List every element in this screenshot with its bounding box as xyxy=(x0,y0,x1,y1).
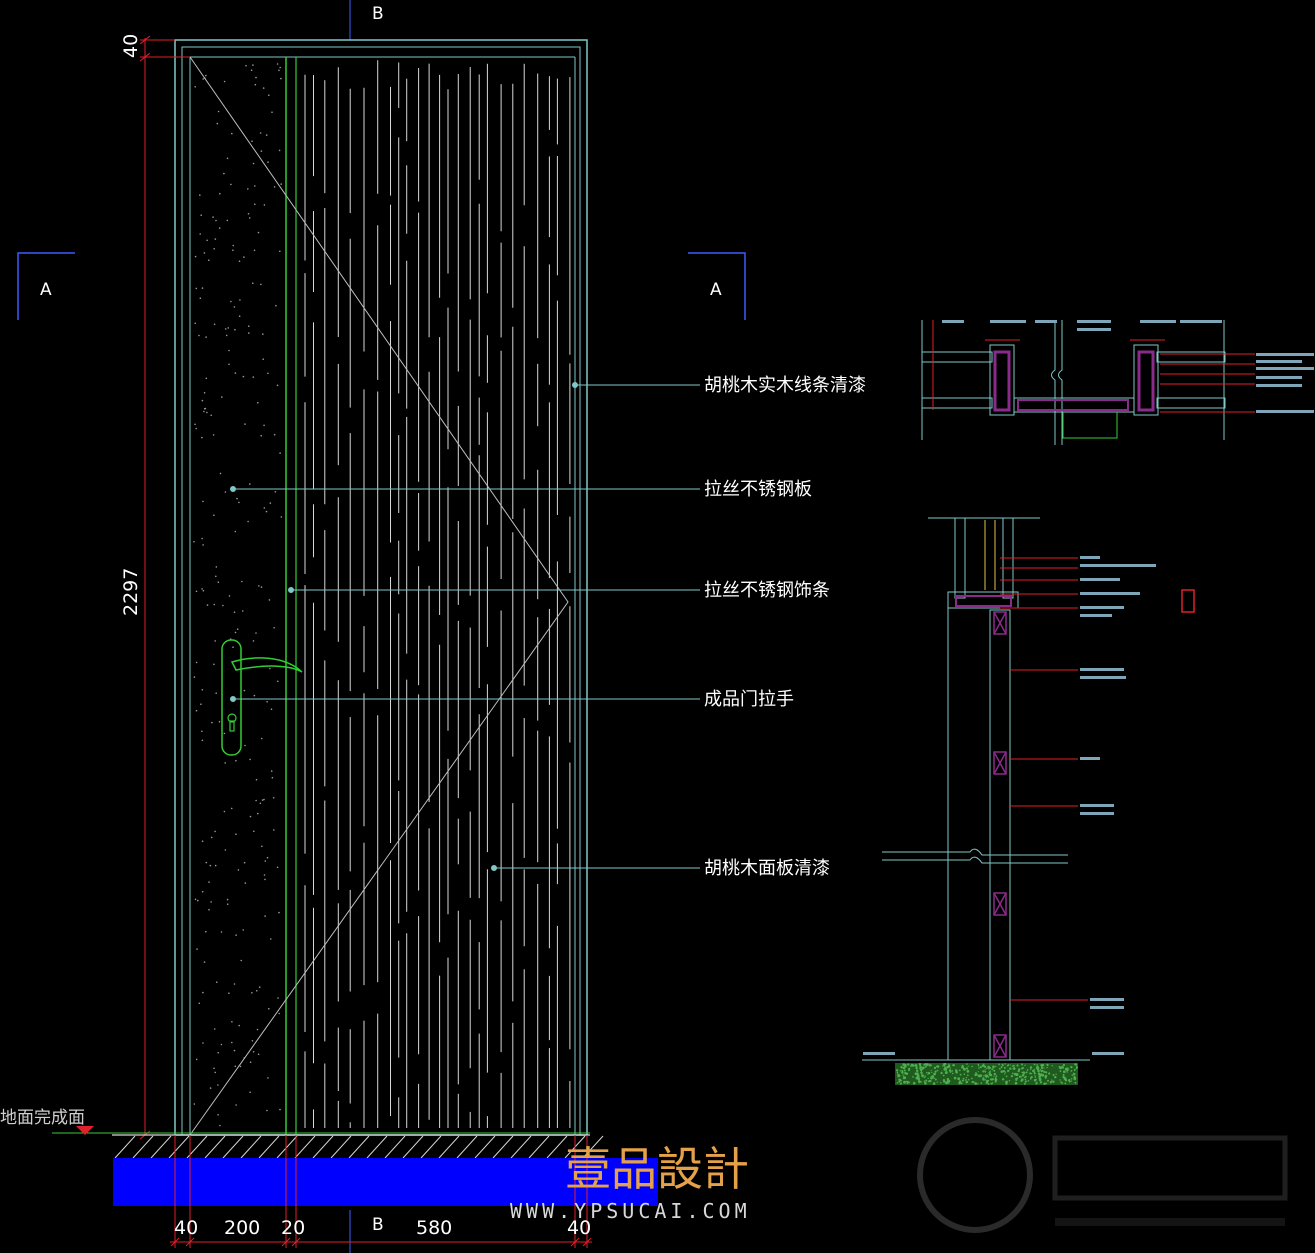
watermark-url: WWW.YPSUCAI.COM xyxy=(510,1199,751,1223)
wood-grain-lines xyxy=(304,60,571,1128)
horizontal-dimensions xyxy=(170,1135,592,1248)
section-mark-b-top: B xyxy=(372,4,384,24)
door-elevation: B B A A xyxy=(0,0,866,1253)
watermark-seal-icon xyxy=(917,1117,1033,1233)
watermark: 壹品設計 WWW.YPSUCAI.COM xyxy=(510,1117,1288,1233)
section-mark-a-right: A xyxy=(688,252,746,320)
section-mark-b-bottom: B xyxy=(372,1215,384,1235)
dim-height: 2297 xyxy=(120,568,142,616)
door-handle-icon xyxy=(221,639,303,756)
stainless-texture xyxy=(193,63,283,1127)
floor-line xyxy=(52,1126,604,1159)
section-mark-a-left: A xyxy=(17,252,75,320)
svg-text:A: A xyxy=(710,280,722,300)
callout-brushed-steel-strip: 拉丝不锈钢饰条 xyxy=(704,580,830,601)
callout-walnut-panel: 胡桃木面板清漆 xyxy=(704,858,830,879)
lock-icon xyxy=(227,713,237,732)
dim-bottom-4: 580 xyxy=(416,1217,452,1239)
dim-bottom-2: 200 xyxy=(224,1217,260,1239)
dim-bottom-5: 40 xyxy=(567,1217,591,1239)
callout-brushed-steel-plate: 拉丝不锈钢板 xyxy=(704,479,812,500)
plan-section-detail xyxy=(921,320,1314,445)
vertical-section-detail xyxy=(862,517,1195,1085)
svg-text:A: A xyxy=(40,280,52,300)
floor-finish-label: 地面完成面 xyxy=(0,1108,85,1128)
dim-bottom-3: 20 xyxy=(281,1217,305,1239)
callout-door-handle: 成品门拉手 xyxy=(704,689,794,710)
watermark-brand: 壹品設計 xyxy=(565,1142,749,1196)
callout-walnut-trim: 胡桃木实木线条清漆 xyxy=(704,375,866,396)
blue-fill-band xyxy=(113,1158,658,1206)
dim-bottom-1: 40 xyxy=(174,1217,198,1239)
dim-top: 40 xyxy=(120,34,142,58)
